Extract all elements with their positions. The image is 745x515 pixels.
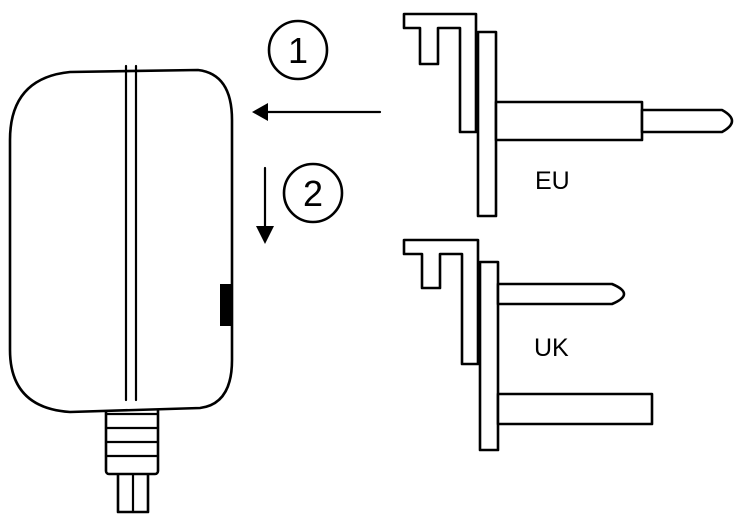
eu-plug: EU [402, 12, 734, 218]
uk-plug-hook [402, 238, 480, 366]
step-1-circle [267, 19, 329, 81]
arrow-down-icon [256, 166, 274, 244]
step-1-number: 1 [288, 30, 308, 71]
uk-plug-top-pin [496, 282, 626, 306]
adapter-housing [8, 68, 234, 414]
step-1-indicator: 1 [252, 19, 382, 121]
eu-plug-pin-tip [640, 108, 734, 134]
step-2-number: 2 [303, 173, 323, 214]
uk-plug: UK [402, 238, 654, 452]
step-2-circle [282, 162, 344, 224]
step-2-indicator: 2 [256, 162, 344, 244]
uk-plug-label: UK [534, 334, 569, 362]
uk-plug-bottom-pin [496, 392, 654, 426]
release-button [220, 284, 231, 326]
eu-plug-pin [494, 100, 644, 142]
power-adapter [8, 64, 234, 514]
arrow-left-icon [252, 103, 382, 121]
eu-plug-base [476, 30, 498, 218]
uk-plug-base [478, 260, 500, 452]
adapter-cable [104, 398, 160, 514]
eu-plug-label: EU [535, 167, 570, 195]
eu-plug-hook [402, 12, 478, 134]
